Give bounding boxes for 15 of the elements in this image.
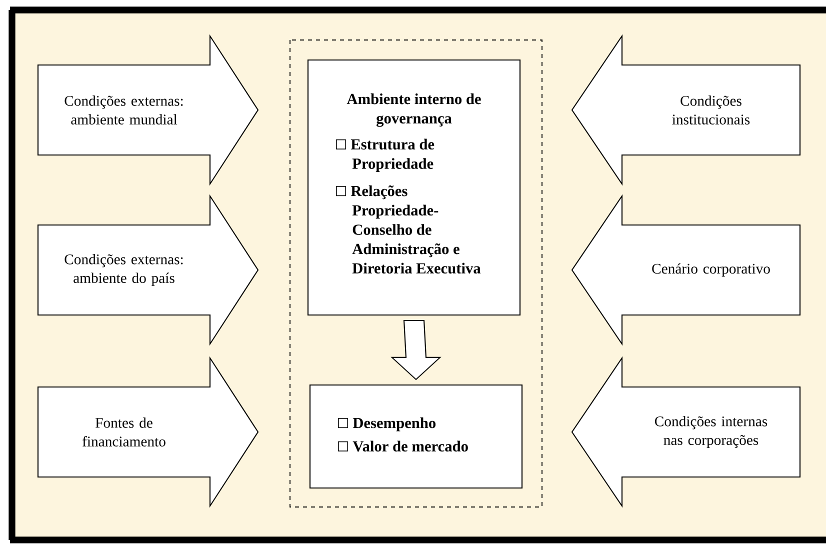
block-arrow [390, 320, 442, 380]
arrow-shaped-box: Condições externas: ambiente do país [37, 194, 259, 346]
arrow-shaped-box: Condições internas nas corporações [571, 356, 801, 508]
arrow-shaped-box: Condições institucionais [571, 34, 801, 186]
box-heading: Ambiente interno de governança [346, 93, 481, 127]
bullet-item: Relações Propriedade-Conselho de Administração e Diretoria Executiva [336, 185, 481, 274]
arrow-shaped-box: Condições externas: ambiente mundial [37, 34, 259, 186]
bullet-item: Estrutura de Propriedade [336, 138, 434, 172]
arrow-shaped-box: Cenário corporativo [571, 194, 801, 346]
text-box [307, 59, 521, 316]
arrow-shaped-box: Fontes de financiamento [37, 356, 259, 508]
dashed-frame [290, 40, 542, 508]
bullet-item: Valor de mercado [338, 440, 468, 452]
text-box [309, 384, 523, 489]
bullet-item: Desempenho [338, 417, 436, 432]
